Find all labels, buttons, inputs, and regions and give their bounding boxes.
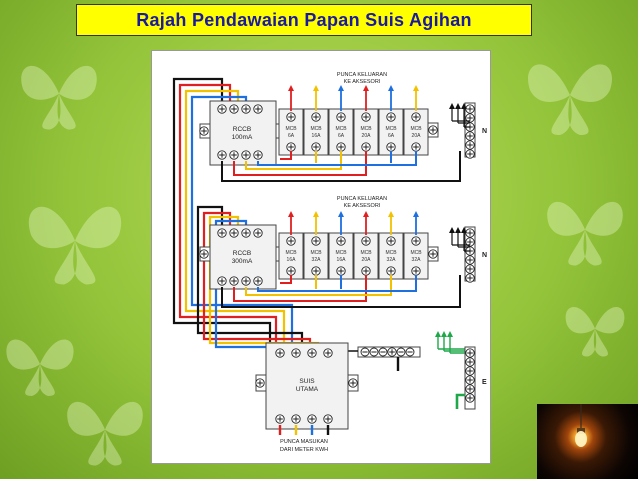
wiring-diagram: PUNCA KELUARAN KE AKSESORI RCCB 100mA MC… (172, 72, 487, 453)
wiring-diagram-panel: PUNCA KELUARAN KE AKSESORI RCCB 100mA MC… (151, 50, 491, 464)
mcb-2-6-label: MCB (410, 250, 422, 256)
mcb-2-2-label: MCB (310, 250, 322, 256)
mcb-1-2-label: MCB (310, 126, 322, 132)
main-switch-label-line-1: SUIS (299, 378, 315, 385)
main-switch: SUIS UTAMA (255, 342, 359, 430)
mcb-1-1-rating: 6A (288, 133, 295, 139)
slide-title: Rajah Pendawaian Papan Suis Agihan (136, 9, 472, 30)
row-1-output-arrows (288, 85, 419, 111)
mcb-2-2-rating: 32A (312, 257, 322, 263)
title-box: Rajah Pendawaian Papan Suis Agihan (76, 4, 532, 36)
butterfly-icon (547, 201, 623, 266)
neutral-label-2: N (482, 252, 487, 259)
input-label-line-2: DARI METER KWH (280, 447, 328, 453)
mcb-2-3-rating: 16A (337, 257, 347, 263)
light-bulb-icon (537, 404, 638, 479)
mcb-2-3-label: MCB (335, 250, 347, 256)
mcb-row-1: MCB 6A MCB 16A MCB 6A MCB 20A MCB 6A MCB… (278, 108, 439, 156)
rccb-2-label-line-2: 300mA (232, 258, 253, 265)
mcb-1-4-rating: 20A (362, 133, 372, 139)
butterfly-icon (528, 64, 612, 135)
output-label-1-line-2: KE AKSESORI (344, 79, 381, 85)
mcb-1-1-label: MCB (285, 126, 297, 132)
mcb-row-2: MCB 16A MCB 32A MCB 16A MCB 20A MCB 32A … (278, 232, 439, 280)
output-label-2-line-2: KE AKSESORI (344, 203, 381, 209)
neutral-bar-2: N (449, 226, 487, 283)
mcb-1-5-rating: 6A (388, 133, 395, 139)
rccb-1-label-line-1: RCCB (233, 126, 251, 133)
row-2-output-arrows (288, 211, 419, 235)
butterfly-icon (565, 307, 625, 357)
mcb-2-5-label: MCB (385, 250, 397, 256)
mcb-2-6-rating: 32A (412, 257, 422, 263)
mcb-1-4-label: MCB (360, 126, 372, 132)
rccb-2-label-line-1: RCCB (233, 250, 251, 257)
output-label-2-line-1: PUNCA KELUARAN (337, 196, 387, 202)
earth-bar: E (435, 331, 487, 410)
rccb-1-label-line-2: 100mA (232, 134, 253, 141)
mcb-1-2-rating: 16A (312, 133, 322, 139)
output-label-1-line-1: PUNCA KELUARAN (337, 72, 387, 78)
mcb-2-4-rating: 20A (362, 257, 372, 263)
earth-label: E (482, 379, 487, 386)
mcb-2-1-rating: 16A (287, 257, 297, 263)
mcb-2-4-label: MCB (360, 250, 372, 256)
mcb-2-5-rating: 32A (387, 257, 397, 263)
input-label-line-1: PUNCA MASUKAN (280, 439, 328, 445)
butterfly-icon (28, 206, 122, 285)
main-switch-label-line-2: UTAMA (296, 386, 319, 393)
mcb-1-3-rating: 6A (338, 133, 345, 139)
mcb-1-6-rating: 20A (412, 133, 422, 139)
mcb-1-6-label: MCB (410, 126, 422, 132)
butterfly-icon (21, 65, 97, 130)
butterfly-icon (67, 401, 143, 466)
neutral-bar-1: N (449, 102, 487, 159)
neutral-label-1: N (482, 128, 487, 135)
mcb-1-3-label: MCB (335, 126, 347, 132)
mcb-2-1-label: MCB (285, 250, 297, 256)
incoming-supply-wires (278, 425, 330, 435)
mcb-1-5-label: MCB (385, 126, 397, 132)
butterfly-icon (6, 339, 74, 396)
